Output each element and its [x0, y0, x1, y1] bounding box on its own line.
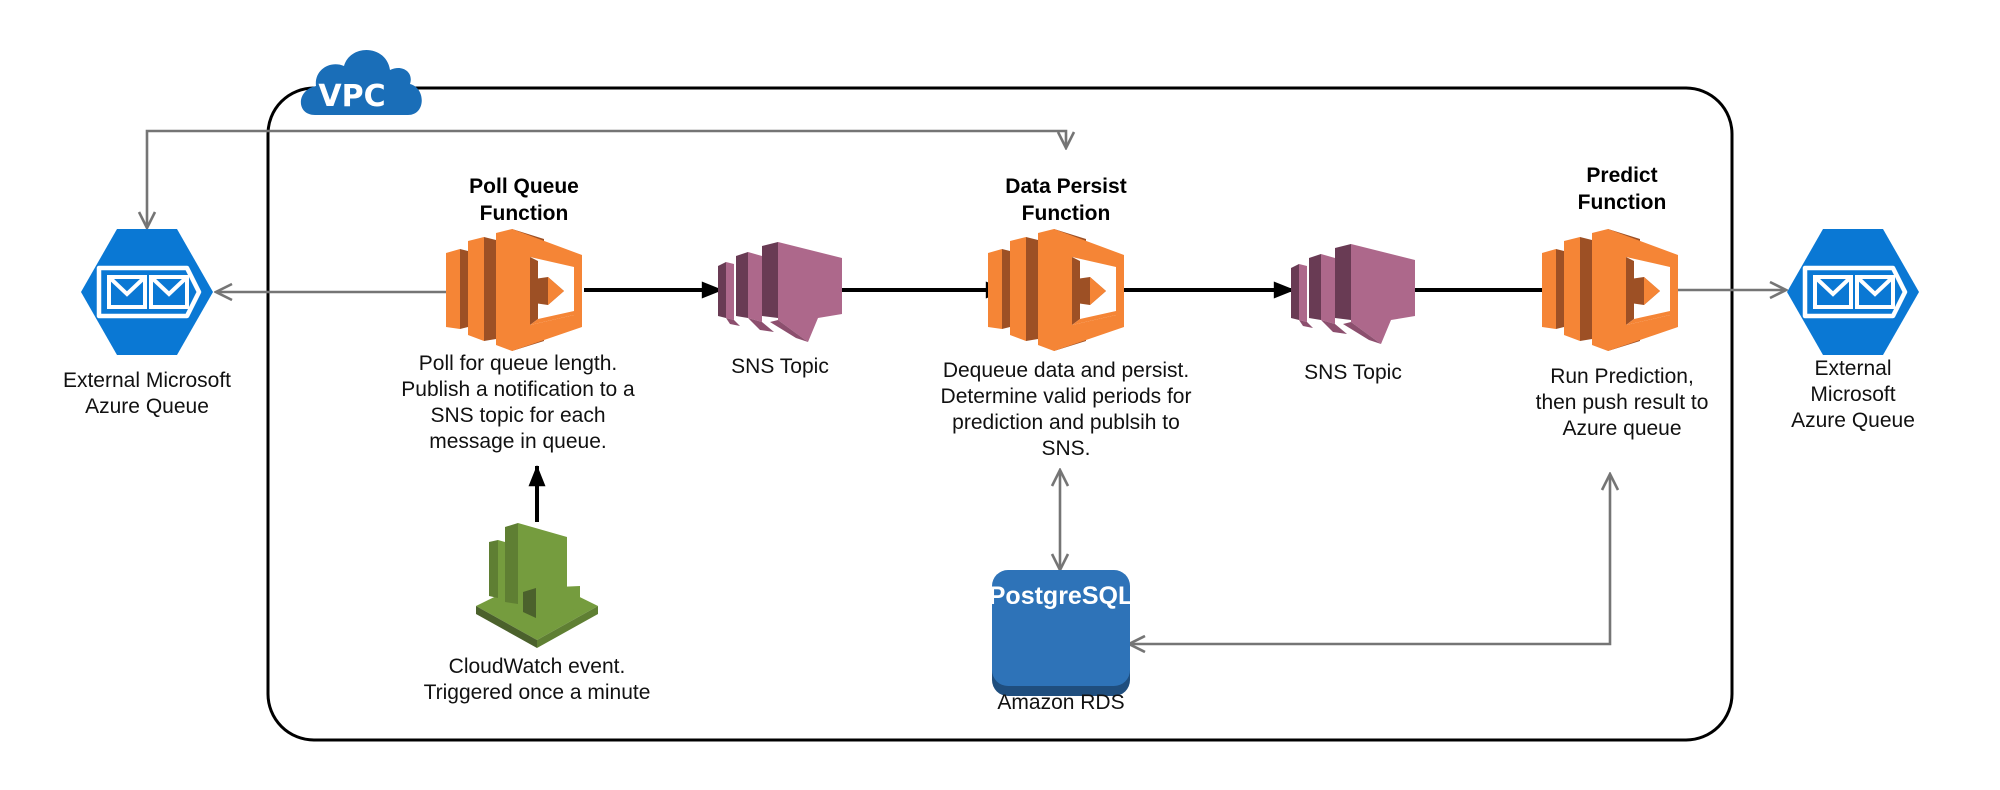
- sns-topic-2-icon[interactable]: [1291, 244, 1415, 344]
- poll-queue-lambda-icon[interactable]: [446, 229, 582, 351]
- cloudwatch-label: CloudWatch event. Triggered once a minut…: [423, 655, 651, 704]
- rds-label: Amazon RDS: [997, 691, 1125, 714]
- data-persist-lambda-icon[interactable]: [988, 229, 1124, 351]
- sns-topic-1-icon[interactable]: [718, 242, 842, 342]
- cloudwatch-icon[interactable]: [476, 523, 598, 648]
- poll-queue-description: Poll for queue length. Publish a notific…: [401, 352, 635, 453]
- vpc-label: VPC: [318, 79, 385, 114]
- azure-queue-out-icon[interactable]: [1787, 229, 1919, 355]
- data-persist-title: Data Persist Function: [1005, 175, 1127, 225]
- azure-queue-in-label: External Microsoft Azure Queue: [62, 369, 232, 418]
- sns-topic-2-label: SNS Topic: [1304, 361, 1402, 384]
- edge-azure-to-persist: [147, 129, 1066, 228]
- azure-queue-out-label: External Microsoft Azure Queue: [1791, 357, 1915, 432]
- edge-predict-rds: [1129, 474, 1610, 644]
- predict-lambda-icon[interactable]: [1542, 229, 1678, 351]
- poll-queue-title: Poll Queue Function: [469, 175, 579, 225]
- data-persist-description: Dequeue data and persist. Determine vali…: [940, 359, 1192, 460]
- azure-queue-in-icon[interactable]: [81, 229, 213, 355]
- vpc-cloud-icon: VPC: [300, 49, 422, 115]
- predict-title: Predict Function: [1577, 164, 1667, 214]
- sns-topic-1-label: SNS Topic: [731, 355, 829, 378]
- predict-description: Run Prediction, then push result to Azur…: [1535, 365, 1709, 440]
- rds-badge-label: PostgreSQL: [989, 582, 1133, 610]
- postgresql-rds-icon[interactable]: PostgreSQL: [989, 570, 1133, 696]
- vpc-boundary: [266, 86, 1734, 742]
